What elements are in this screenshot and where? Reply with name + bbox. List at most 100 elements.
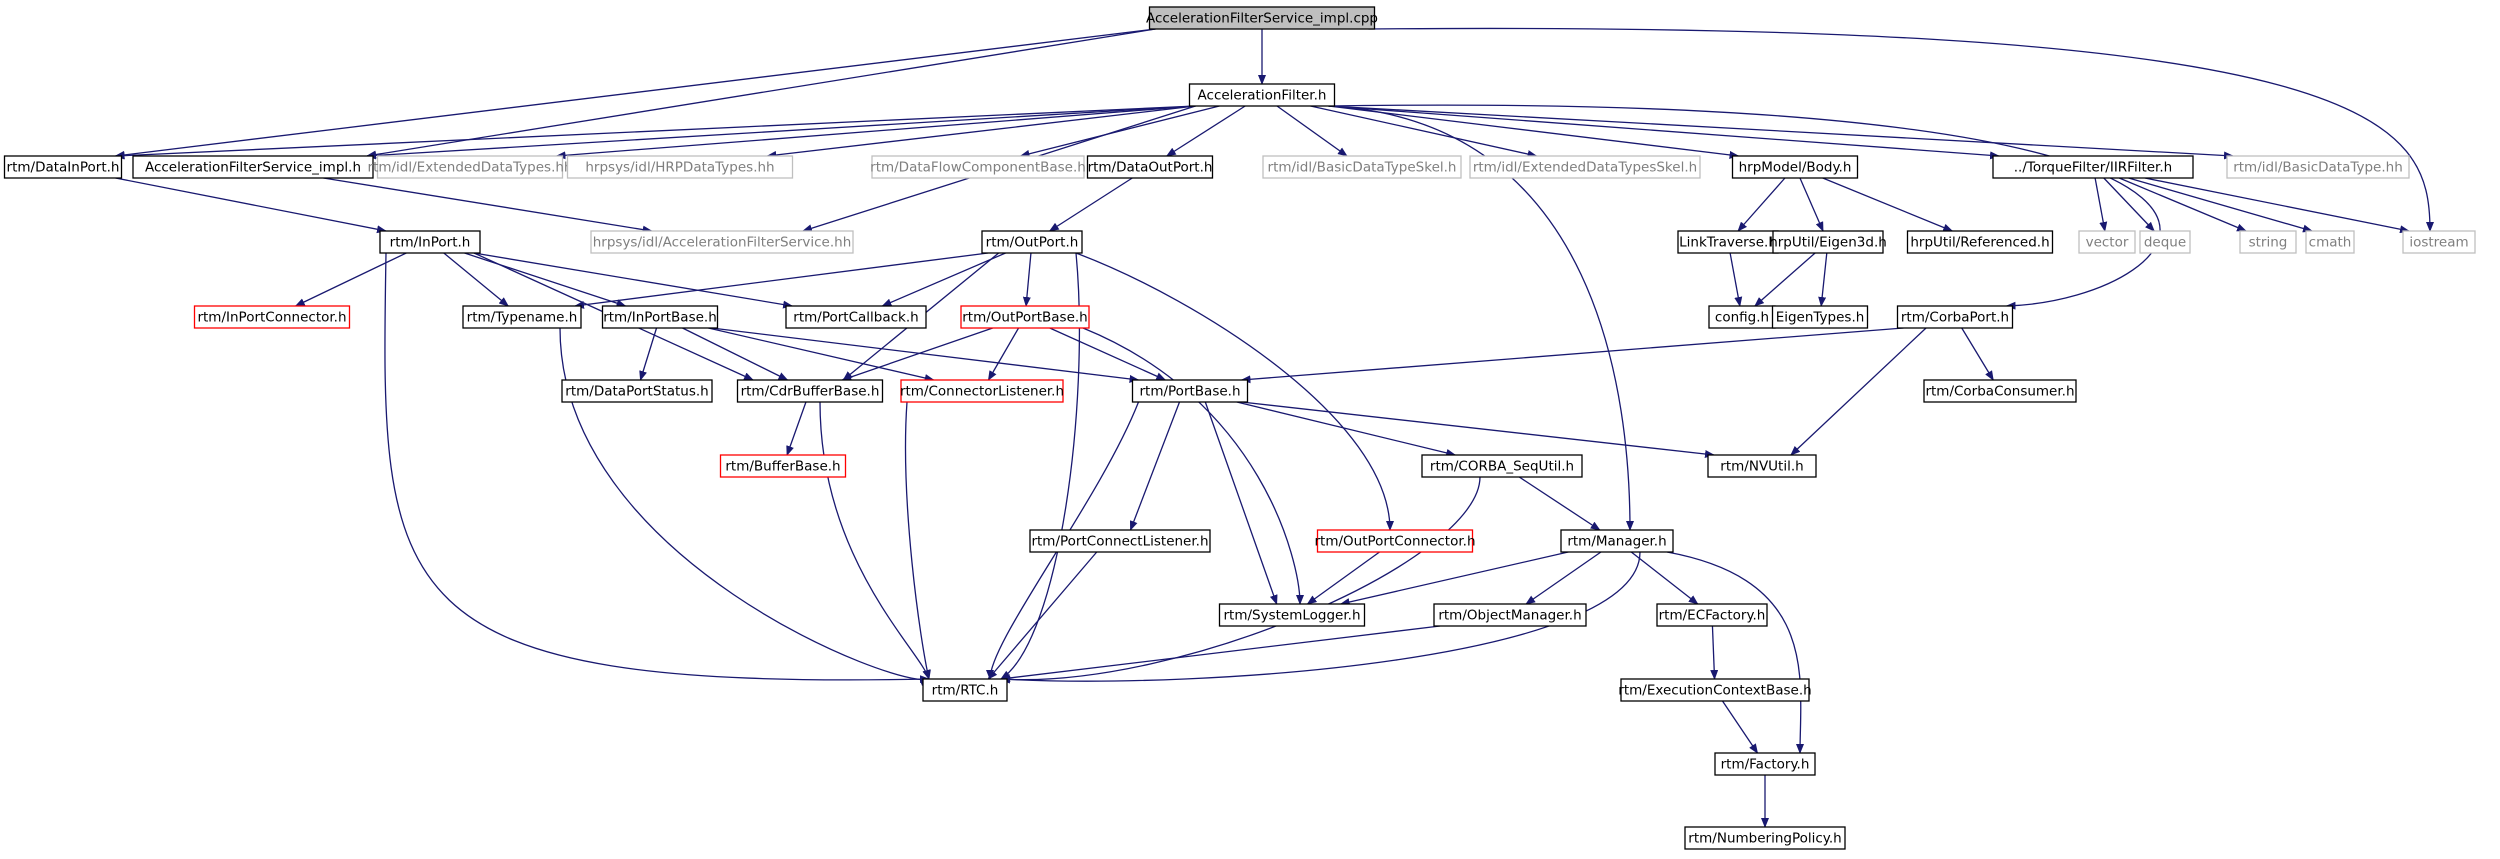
node-objectmanager[interactable]: rtm/ObjectManager.h [1433,603,1587,627]
node-body[interactable]: hrpModel/Body.h [1731,155,1859,179]
node-box [1086,155,1214,179]
node-label: rtm/DataFlowComponentBase.h [870,160,1086,176]
node-label: LinkTraverse.h [1679,235,1777,251]
node-box [719,454,847,478]
node-box [960,305,1090,329]
node-box [2239,230,2297,254]
node-corbaconsumer[interactable]: rtm/CorbaConsumer.h [1923,379,2077,403]
node-hrpdatatypes[interactable]: hrpsys/idl/HRPDataTypes.hh [566,155,794,179]
edge-iir-to-vector [2094,177,2108,232]
node-afsimpl[interactable]: AccelerationFilterService_impl.h [132,155,374,179]
node-dfcb[interactable]: rtm/DataFlowComponentBase.h [870,155,1086,179]
node-box [981,230,1083,254]
edge-iir-to-cmath [2128,177,2313,233]
node-label: rtm/BufferBase.h [725,459,840,475]
node-box [1316,529,1474,553]
edge-manager-to-ecfactory [1630,551,1699,605]
node-basicdt[interactable]: rtm/idl/BasicDataType.hh [2226,155,2410,179]
node-portcallback[interactable]: rtm/PortCallback.h [785,305,927,329]
node-inportconnector[interactable]: rtm/InPortConnector.h [193,305,351,329]
node-string[interactable]: string [2239,230,2297,254]
node-label: rtm/NumberingPolicy.h [1688,831,1841,847]
node-label: rtm/OutPortConnector.h [1314,534,1475,550]
node-label: iostream [2409,235,2468,251]
node-numbering[interactable]: rtm/NumberingPolicy.h [1684,826,1846,850]
node-box [1620,678,1810,702]
node-basicskel[interactable]: rtm/idl/BasicDataTypeSkel.h [1262,155,1462,179]
edge-eigen3d-to-config [1754,252,1816,307]
node-iir[interactable]: ../TorqueFilter/IIRFilter.h [1992,155,2194,179]
node-label: rtm/CdrBufferBase.h [741,384,880,400]
node-label: rtm/idl/BasicDataTypeSkel.h [1268,160,1457,176]
node-outport[interactable]: rtm/OutPort.h [981,230,1083,254]
node-box [566,155,794,179]
node-cdrbufferbase[interactable]: rtm/CdrBufferBase.h [736,379,884,403]
node-connectorlistener[interactable]: rtm/ConnectorListener.h [900,379,1064,403]
edge-cdrbufferbase-to-rtc [819,401,931,680]
node-factory[interactable]: rtm/Factory.h [1714,752,1816,776]
node-iostream[interactable]: iostream [2402,230,2476,254]
node-bufferbase[interactable]: rtm/BufferBase.h [719,454,847,478]
node-label: rtm/SystemLogger.h [1223,608,1360,624]
edge-portbase-to-portconnectlistener [1129,401,1181,531]
node-datainport[interactable]: rtm/DataInPort.h [3,155,123,179]
node-eigentypes[interactable]: EigenTypes.h [1771,305,1869,329]
node-afsvc[interactable]: hrpsys/idl/AccelerationFilterService.hh [590,230,854,254]
node-box [1148,6,1376,30]
node-label: rtm/PortCallback.h [793,310,918,326]
node-box [2226,155,2410,179]
node-ecbase[interactable]: rtm/ExecutionContextBase.h [1618,678,1812,702]
node-nvutil[interactable]: rtm/NVUtil.h [1707,454,1817,478]
edge-iir-to-deque [2103,177,2155,232]
node-inport[interactable]: rtm/InPort.h [379,230,481,254]
node-cmath[interactable]: cmath [2305,230,2355,254]
node-deque[interactable]: deque [2139,230,2191,254]
node-box [132,155,374,179]
node-manager[interactable]: rtm/Manager.h [1560,529,1674,553]
node-box [561,379,713,403]
node-vector[interactable]: vector [2078,230,2136,254]
node-corbaseq[interactable]: rtm/CORBA_SeqUtil.h [1421,454,1583,478]
node-box [1684,826,1846,850]
node-rtc[interactable]: rtm/RTC.h [922,678,1008,702]
node-root[interactable]: AccelerationFilterService_impl.cpp [1146,6,1378,30]
node-label: rtm/ObjectManager.h [1438,608,1581,624]
edge-root-to-datainport [114,28,1156,159]
node-dataportstatus[interactable]: rtm/DataPortStatus.h [561,379,713,403]
node-portconnectlistener[interactable]: rtm/PortConnectListener.h [1029,529,1211,553]
edge-cdrbufferbase-to-bufferbase [786,401,807,456]
node-corbaport[interactable]: rtm/CorbaPort.h [1896,305,2014,329]
node-label: rtm/idl/ExtendedDataTypesSkel.h [1473,160,1697,176]
node-eigen3d[interactable]: hrpUtil/Eigen3d.h [1769,230,1887,254]
edge-outport-to-outportbase [1022,252,1032,307]
edge-manager-to-systemlogger [1339,551,1569,606]
edge-eigen3d-to-eigentypes [1818,252,1828,307]
node-box [1131,379,1249,403]
node-box [1560,529,1674,553]
node-referenced[interactable]: hrpUtil/Referenced.h [1906,230,2054,254]
node-inportbase[interactable]: rtm/InPortBase.h [601,305,719,329]
node-dataoutport[interactable]: rtm/DataOutPort.h [1086,155,1214,179]
edge-af-to-extskel [1310,105,1538,158]
node-outportconnector[interactable]: rtm/OutPortConnector.h [1314,529,1476,553]
node-extskel[interactable]: rtm/idl/ExtendedDataTypesSkel.h [1469,155,1701,179]
edge-corbaport-to-nvutil [1790,327,1927,456]
node-label: config.h [1715,310,1769,326]
node-ecfactory[interactable]: rtm/ECFactory.h [1656,603,1768,627]
node-label: rtm/ExecutionContextBase.h [1618,683,1811,699]
node-typename[interactable]: rtm/Typename.h [462,305,582,329]
edge-inportbase-to-dataportstatus [639,327,658,381]
node-extdatatypes[interactable]: rtm/idl/ExtendedDataTypes.hh [368,155,573,179]
node-systemlogger[interactable]: rtm/SystemLogger.h [1218,603,1366,627]
node-af[interactable]: AccelerationFilter.h [1188,83,1336,107]
node-outportbase[interactable]: rtm/OutPortBase.h [960,305,1090,329]
edges [114,27,2434,828]
node-linktraverse[interactable]: LinkTraverse.h [1677,230,1779,254]
edge-outport-to-portcallback [881,252,1006,307]
node-portbase[interactable]: rtm/PortBase.h [1131,379,1249,403]
node-label: hrpUtil/Referenced.h [1910,235,2049,251]
edge-manager-to-objectmanager [1525,551,1602,605]
node-label: rtm/OutPortBase.h [962,310,1088,326]
node-label: vector [2086,235,2129,251]
node-config[interactable]: config.h [1708,305,1776,329]
